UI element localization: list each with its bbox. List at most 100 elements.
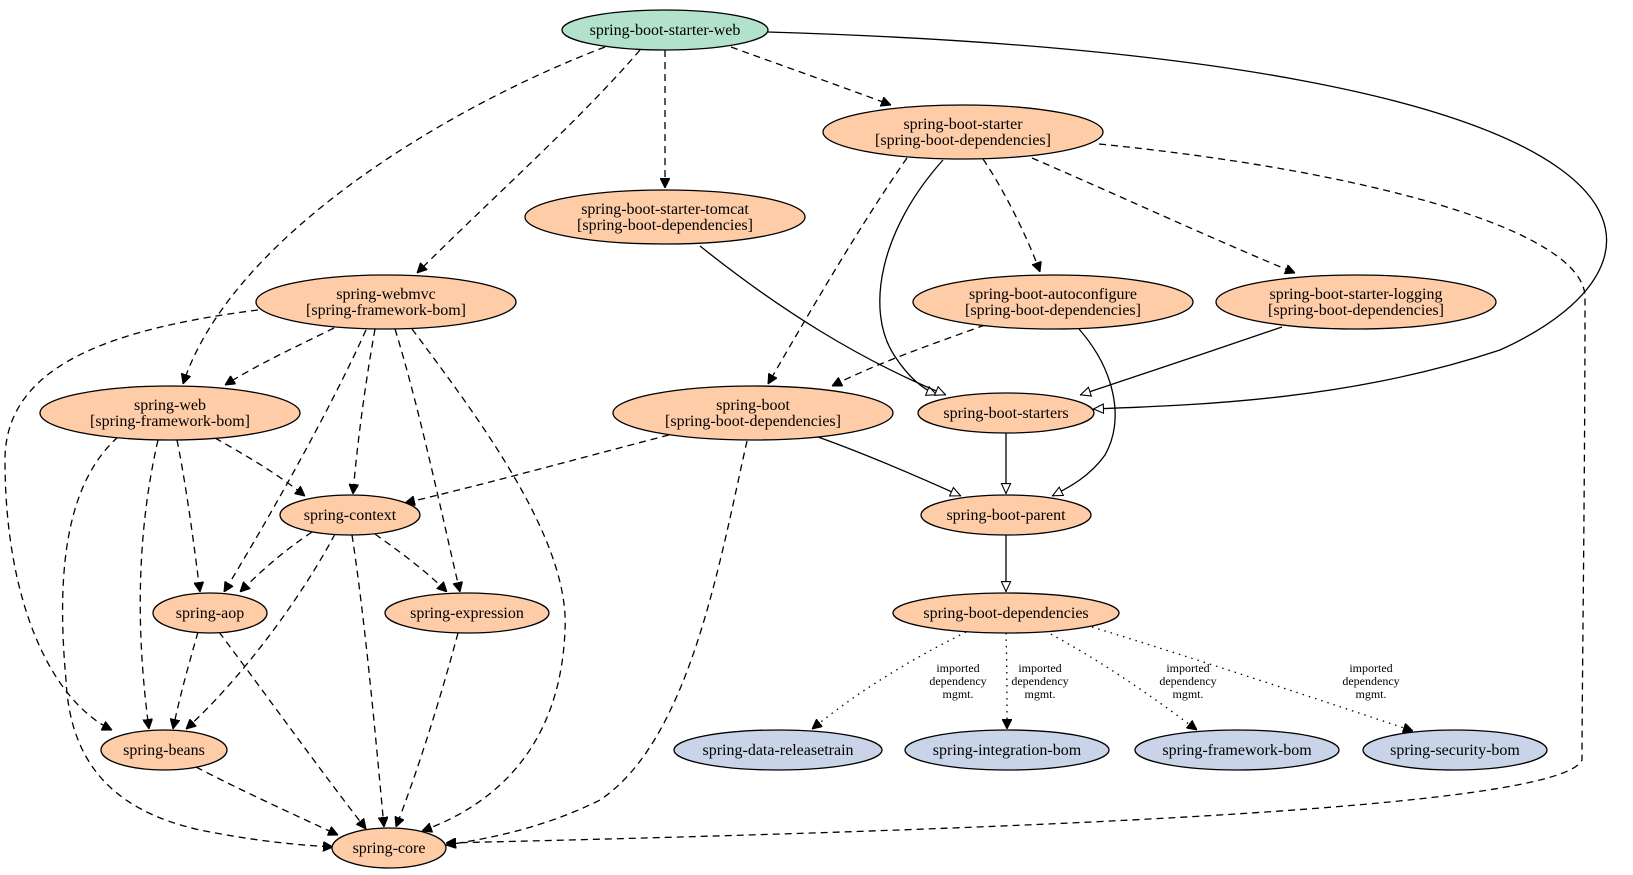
edge-line — [446, 440, 748, 845]
node-shape — [100, 729, 228, 771]
node-shape — [255, 274, 517, 330]
node-label: spring-boot-starter[spring-boot-dependen… — [875, 116, 1051, 149]
node-subtitle: [spring-boot-dependencies] — [577, 217, 753, 234]
node-title: spring-framework-bom — [1162, 742, 1312, 759]
node-label: spring-boot[spring-boot-dependencies] — [665, 397, 841, 430]
node-boot: spring-boot[spring-boot-dependencies] — [612, 385, 894, 441]
edge-web-to-core — [61, 436, 333, 847]
node-security-bom: spring-security-bom — [1362, 729, 1548, 771]
edge-line — [446, 143, 1586, 843]
node-shape — [912, 274, 1194, 330]
edge-line — [240, 531, 313, 592]
node-shape — [152, 592, 268, 634]
node-title: spring-web — [134, 397, 206, 414]
node-label: spring-integration-bom — [933, 742, 1082, 759]
edge-line — [417, 49, 641, 273]
edge-boot-starter-to-starters — [879, 159, 944, 395]
node-label: spring-core — [353, 840, 426, 857]
edge-line — [1006, 632, 1007, 729]
edge-aop-to-core — [218, 631, 366, 829]
node-title: spring-boot-dependencies — [923, 605, 1088, 622]
edge-autoconfigure-to-parent — [1052, 328, 1116, 497]
edge-line — [139, 439, 159, 729]
edge-label-line: dependency — [929, 674, 986, 688]
node-shape — [612, 385, 894, 441]
edge-webmvc-to-expression — [394, 328, 460, 592]
node-context: spring-context — [279, 494, 421, 536]
node-subtitle: [spring-framework-bom] — [90, 413, 250, 430]
node-label: spring-web[spring-framework-bom] — [90, 397, 250, 430]
edge-label-line: mgmt. — [1355, 687, 1386, 701]
edge-webmvc-to-aop — [224, 329, 367, 592]
node-title: spring-aop — [176, 605, 244, 622]
node-label: spring-aop — [176, 605, 244, 622]
edge-line — [405, 434, 670, 503]
node-shape — [892, 592, 1120, 634]
edge-boot-to-core — [446, 440, 748, 845]
edge-starter-web-to-boot-starter — [730, 46, 891, 105]
node-label: spring-security-bom — [1390, 742, 1520, 759]
edge-line — [218, 631, 366, 829]
edge-line — [351, 534, 384, 827]
node-label: spring-framework-bom — [1162, 742, 1312, 759]
node-autoconfigure: spring-boot-autoconfigure[spring-boot-de… — [912, 274, 1194, 330]
node-shape — [331, 827, 447, 869]
node-shape — [904, 729, 1110, 771]
edge-line — [214, 437, 305, 496]
edge-dependencies-to-framework-bom — [1044, 630, 1197, 730]
edge-line — [353, 328, 376, 494]
node-title: spring-core — [353, 840, 426, 857]
node-shape — [917, 392, 1095, 434]
edge-aop-to-beans — [173, 631, 199, 729]
node-label: spring-boot-dependencies — [923, 605, 1088, 622]
node-label: spring-boot-parent — [946, 507, 1066, 524]
edge-starter-web-to-webmvc — [417, 49, 641, 273]
edge-beans-to-core — [195, 766, 338, 835]
node-parent: spring-boot-parent — [920, 494, 1092, 536]
edge-web-to-aop — [176, 439, 200, 592]
edge-line — [225, 327, 335, 385]
node-starter-web: spring-boot-starter-web — [561, 9, 769, 51]
edge-boot-starter-to-boot — [767, 157, 908, 384]
edge-line — [832, 324, 986, 387]
edge-line — [1052, 328, 1116, 497]
node-framework-bom: spring-framework-bom — [1134, 729, 1340, 771]
edge-webmvc-to-context — [353, 328, 376, 494]
edge-label-line: imported — [1018, 661, 1061, 675]
node-boot-starter: spring-boot-starter[spring-boot-dependen… — [822, 104, 1104, 160]
node-starters: spring-boot-starters — [917, 392, 1095, 434]
edge-line — [1080, 326, 1283, 395]
edge-starter-web-to-starters — [767, 31, 1608, 409]
edge-line — [879, 159, 944, 395]
edge-line — [982, 158, 1040, 272]
node-beans: spring-beans — [100, 729, 228, 771]
edge-starter-logging-to-starters — [1080, 326, 1283, 395]
node-shape — [1362, 729, 1548, 771]
edge-line — [186, 533, 336, 729]
edge-label-line: mgmt. — [1172, 687, 1203, 701]
edge-label-line: dependency — [1342, 674, 1399, 688]
node-label: spring-boot-starter-web — [590, 22, 741, 39]
edge-autoconfigure-to-boot — [832, 324, 986, 387]
node-title: spring-context — [304, 507, 397, 524]
edge-line — [730, 46, 891, 105]
edge-web-to-context — [214, 437, 305, 496]
edge-webmvc-to-core — [411, 328, 566, 831]
node-subtitle: [spring-boot-dependencies] — [1268, 302, 1444, 319]
node-subtitle: [spring-boot-dependencies] — [965, 302, 1141, 319]
node-title: spring-boot-autoconfigure — [969, 286, 1137, 303]
edge-line — [61, 436, 333, 847]
edge-boot-starter-to-core — [446, 143, 1586, 843]
node-title: spring-boot-starter — [903, 116, 1023, 133]
node-aop: spring-aop — [152, 592, 268, 634]
node-title: spring-security-bom — [1390, 742, 1520, 759]
edge-boot-starter-to-starter-logging — [1031, 157, 1295, 273]
node-core: spring-core — [331, 827, 447, 869]
edge-label-line: imported — [1166, 661, 1209, 675]
edge-line — [699, 245, 946, 395]
edge-line — [173, 631, 199, 729]
edge-line — [374, 533, 447, 592]
